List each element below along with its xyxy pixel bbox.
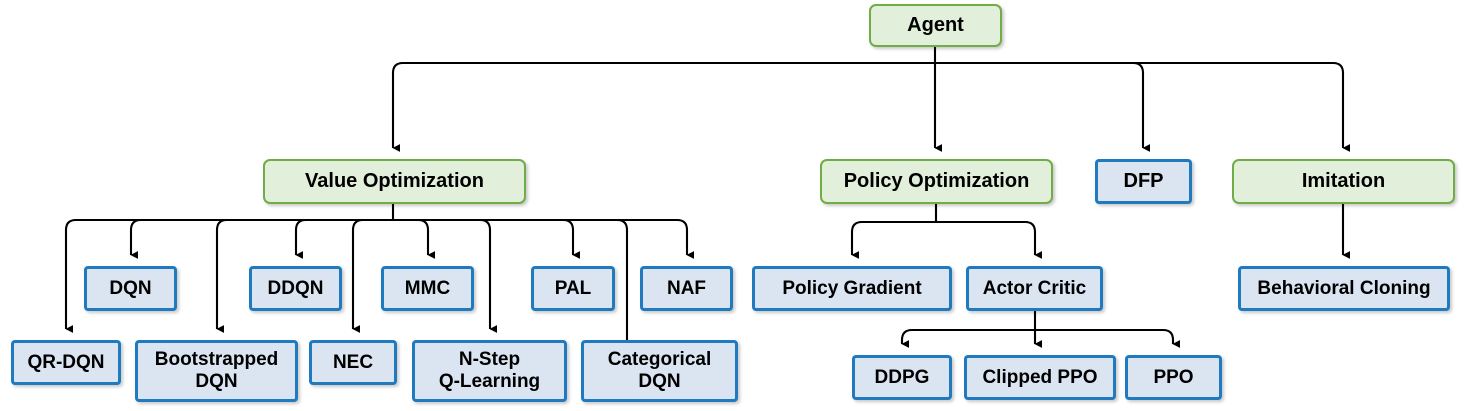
edge-policy-optimization-actor-critic [936,220,1042,259]
edge-value-optimization-pal [393,218,580,259]
node-label-ddqn: DDQN [267,277,324,299]
node-label-bootstrapped: Bootstrapped DQN [154,349,279,392]
node-mmc[interactable]: MMC [381,266,474,311]
node-nec[interactable]: NEC [309,340,397,385]
node-nstep[interactable]: N-Step Q-Learning [412,340,567,402]
node-ddqn[interactable]: DDQN [249,266,342,311]
node-policy_opt[interactable]: Policy Optimization [820,159,1053,204]
node-label-behavioral: Behavioral Cloning [1257,277,1431,299]
node-label-ddpg: DDPG [874,366,930,388]
node-label-mmc: MMC [404,277,451,299]
node-label-dfp: DFP [1123,170,1164,192]
node-label-ppo: PPO [1153,366,1194,388]
node-bootstrapped[interactable]: Bootstrapped DQN [135,340,298,402]
node-label-clipped_ppo: Clipped PPO [982,366,1098,388]
node-behavioral[interactable]: Behavioral Cloning [1238,266,1450,311]
node-cat_dqn[interactable]: Categorical DQN [581,340,738,402]
node-agent[interactable]: Agent [869,4,1002,47]
node-ppo[interactable]: PPO [1125,355,1222,400]
node-actor_critic[interactable]: Actor Critic [966,266,1103,311]
node-policy_grad[interactable]: Policy Gradient [752,266,952,311]
edge-agent-dfp [935,61,1150,152]
edge-agent-imitation [935,61,1350,152]
node-label-pal: PAL [554,277,592,299]
edge-agent-value-optimization [391,61,935,152]
edge-value-optimization-mmc [393,218,435,259]
node-label-agent: Agent [907,14,964,36]
node-value_opt[interactable]: Value Optimization [263,159,526,204]
edge-value-optimization-ddqn [294,218,393,259]
edge-value-optimization-qr-dqn [64,218,393,333]
node-label-actor_critic: Actor Critic [982,277,1087,299]
node-label-nstep: N-Step Q-Learning [438,349,541,392]
node-label-cat_dqn: Categorical DQN [607,349,712,392]
node-label-policy_grad: Policy Gradient [782,277,922,299]
node-label-nec: NEC [332,351,374,373]
node-dqn[interactable]: DQN [84,266,177,311]
edge-actor-critic-ddpg [900,328,1035,348]
edge-policy-optimization-policy-gradient [850,220,936,259]
node-label-policy_opt: Policy Optimization [843,170,1030,192]
node-naf[interactable]: NAF [640,266,733,311]
node-label-imitation: Imitation [1301,170,1386,192]
node-clipped_ppo[interactable]: Clipped PPO [964,355,1116,400]
edge-value-optimization-nec [351,218,393,333]
node-label-dqn: DQN [109,277,152,299]
edge-value-optimization-bootstrapped-dqn [215,218,393,333]
node-label-naf: NAF [666,277,707,299]
node-imitation[interactable]: Imitation [1232,159,1455,204]
edge-actor-critic-ppo [1035,328,1180,348]
node-ddpg[interactable]: DDPG [852,355,952,400]
edge-value-optimization-naf [393,218,694,259]
node-label-value_opt: Value Optimization [305,170,484,192]
node-label-qr_dqn: QR-DQN [27,351,105,373]
node-pal[interactable]: PAL [531,266,615,311]
node-qr_dqn[interactable]: QR-DQN [11,340,121,385]
node-dfp[interactable]: DFP [1095,159,1192,204]
